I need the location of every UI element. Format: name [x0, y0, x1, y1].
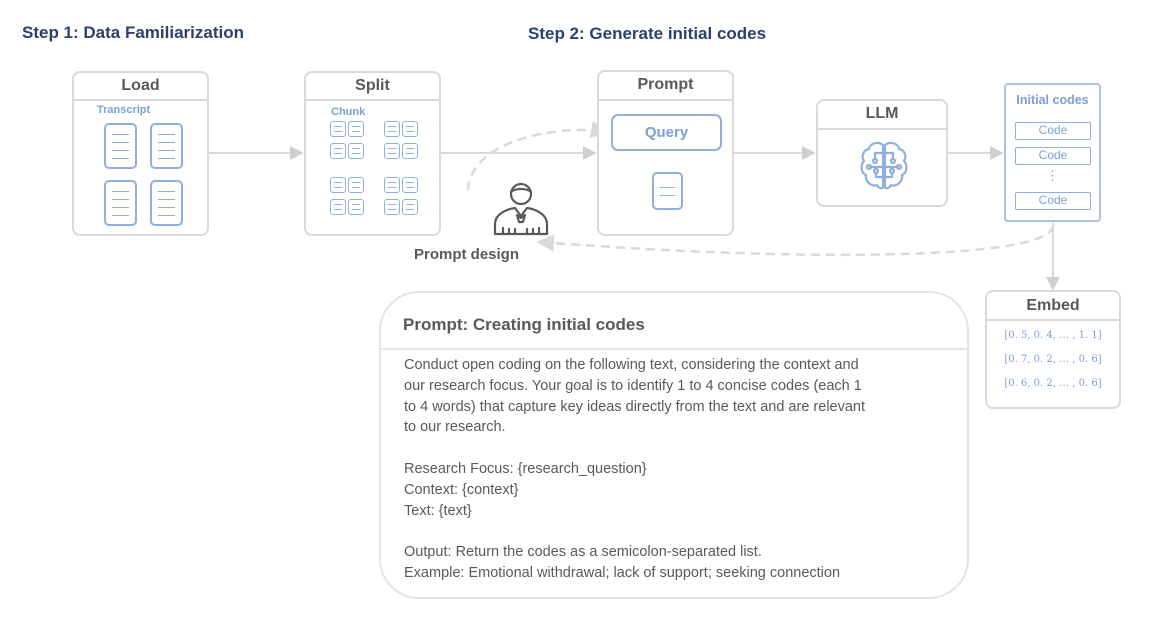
transcript-label: Transcript — [97, 104, 151, 116]
embed-title: Embed — [1026, 297, 1080, 314]
research-focus-line: Research Focus: {research_question} — [404, 461, 647, 477]
code-ellipsis: ⋮ — [1046, 168, 1059, 183]
chunk-icon — [384, 199, 400, 215]
chunk-icon — [348, 177, 364, 193]
load-box: Load Transcript — [72, 71, 209, 236]
initial-codes-box: Initial codes Code Code ⋮ Code — [1004, 83, 1101, 222]
chunk-icon — [402, 143, 418, 159]
chunk-icon — [348, 199, 364, 215]
prompt-instruction-line: to 4 words) that capture key ideas direc… — [404, 399, 866, 415]
llm-divider — [818, 128, 946, 130]
prompt-card: Prompt: Creating initial codes Conduct o… — [379, 291, 969, 599]
split-title: Split — [355, 77, 390, 94]
chunk-icon — [402, 121, 418, 137]
split-divider — [306, 99, 439, 101]
query-box: Query — [611, 114, 722, 151]
prompt-document-icon — [652, 172, 683, 210]
context-line: Context: {context} — [404, 482, 519, 498]
chunk-icon — [384, 121, 400, 137]
load-divider — [74, 99, 207, 101]
prompt-card-divider — [381, 348, 967, 350]
prompt-design-label: Prompt design — [414, 246, 520, 263]
document-icon — [150, 123, 183, 169]
chunk-icon — [330, 199, 346, 215]
chunk-label: Chunk — [331, 106, 366, 118]
embedding-vector: [0. 7, 0. 2, … , 0. 6] — [1004, 354, 1102, 365]
output-line: Output: Return the codes as a semicolon-… — [404, 544, 762, 560]
load-title: Load — [121, 77, 160, 94]
step1-heading: Step 1: Data Familiarization — [22, 23, 244, 42]
document-icon — [104, 123, 137, 169]
feedback-arrow-to-person — [536, 225, 1055, 257]
embed-box: Embed [0. 5, 0. 4, … , 1. 1] [0. 7, 0. 2… — [985, 290, 1121, 409]
prompt-instruction-line: Conduct open coding on the following tex… — [404, 357, 859, 373]
initial-codes-title: Initial codes — [1016, 93, 1089, 107]
brain-icon — [860, 141, 908, 190]
step2-heading: Step 2: Generate initial codes — [528, 24, 767, 43]
chunk-icon — [402, 177, 418, 193]
embed-divider — [987, 319, 1119, 321]
chunk-icon — [330, 177, 346, 193]
chunk-icon — [402, 199, 418, 215]
prompt-card-title: Prompt: Creating initial codes — [403, 315, 645, 334]
chunk-icon — [384, 143, 400, 159]
chunk-icon — [348, 143, 364, 159]
text-line: Text: {text} — [404, 503, 472, 519]
code-pill: Code — [1015, 122, 1091, 140]
chunk-icon — [330, 121, 346, 137]
chunk-icon — [384, 177, 400, 193]
prompt-instruction-line: to our research. — [404, 419, 506, 435]
design-arrow-to-query — [466, 120, 609, 191]
code-pill: Code — [1015, 192, 1091, 210]
prompt-box: Prompt Query — [597, 70, 734, 236]
example-line: Example: Emotional withdrawal; lack of s… — [404, 565, 841, 581]
llm-box: LLM — [816, 99, 948, 207]
document-icon — [150, 180, 183, 226]
code-pill: Code — [1015, 147, 1091, 165]
chunk-icon — [330, 143, 346, 159]
embedding-vector: [0. 5, 0. 4, … , 1. 1] — [1004, 330, 1102, 341]
document-icon — [104, 180, 137, 226]
split-box: Split Chunk — [304, 71, 441, 236]
person-icon — [493, 182, 549, 236]
chunk-icon — [348, 121, 364, 137]
embedding-vector: [0. 6, 0. 2, … , 0. 6] — [1004, 378, 1102, 389]
prompt-divider — [599, 99, 732, 101]
prompt-instruction-line: our research focus. Your goal is to iden… — [404, 378, 862, 394]
llm-title: LLM — [865, 105, 899, 122]
prompt-title: Prompt — [637, 76, 694, 93]
